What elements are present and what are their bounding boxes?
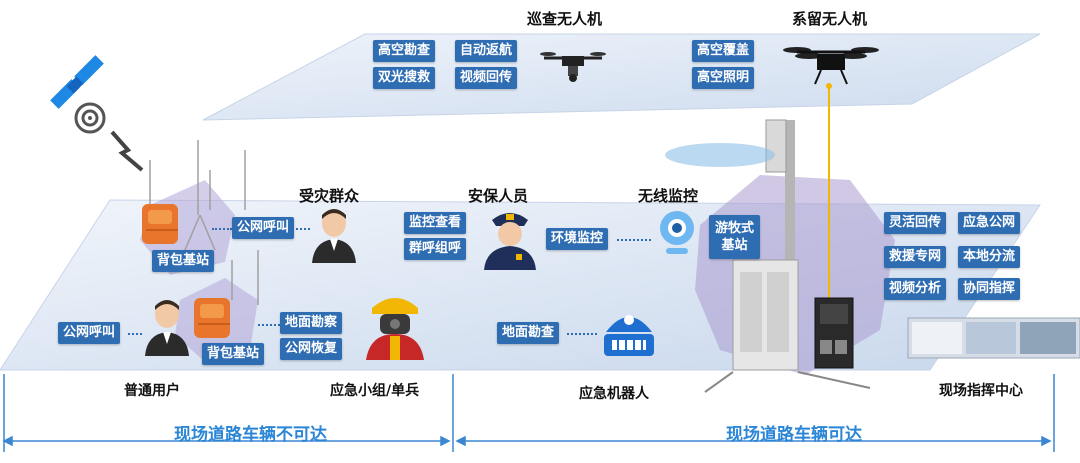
connector-camera — [617, 239, 651, 241]
road-reachable: 现场道路车辆可达 — [726, 425, 862, 445]
satellite-icon — [50, 55, 144, 172]
patrol-tag-survey: 高空勘查 — [373, 40, 436, 62]
affected-people-title: 受灾群众 — [299, 187, 360, 205]
air-layer-plane — [202, 33, 1041, 121]
affected-person-icon — [312, 209, 356, 263]
ordinary-user-label: 普通用户 — [124, 383, 180, 399]
robot-tag: 地面勘查 — [497, 322, 560, 344]
security-staff-title: 安保人员 — [468, 187, 529, 205]
wireless-monitor-title: 无线监控 — [638, 187, 699, 205]
tethered-drone-title: 系留无人机 — [792, 10, 868, 28]
patrol-drone-title: 巡查无人机 — [527, 10, 603, 28]
command-screens — [907, 317, 1080, 359]
emergency-team-label: 应急小组/单兵 — [330, 383, 420, 399]
patrol-tag-rescue: 双光搜救 — [373, 67, 436, 89]
patrol-tag-video: 视频回传 — [455, 67, 518, 89]
tethered-tag-lighting: 高空照明 — [692, 67, 755, 89]
roaming-station-tag: 游牧式基站 — [709, 215, 761, 259]
road-not-reachable: 现场道路车辆不可达 — [174, 425, 327, 445]
patrol-drone-icon — [540, 52, 606, 82]
security-tag-group-call: 群呼组呼 — [404, 238, 467, 260]
ground-survey-tag: 地面勘察 — [280, 312, 343, 334]
tethered-drone-icon — [783, 47, 879, 89]
ordinary-user-tag: 公网呼叫 — [58, 322, 121, 344]
backpack-bottom-icon — [194, 298, 230, 338]
vehicle-tag-offload: 本地分流 — [958, 246, 1021, 268]
span-arrows — [2, 374, 1055, 452]
vehicle-tag-backhaul: 灵活回传 — [884, 212, 947, 234]
backpack-top-icon — [142, 204, 178, 244]
backpack-station-top-tag: 背包基站 — [152, 250, 215, 272]
webcam-icon — [660, 211, 694, 254]
public-net-restore-tag: 公网恢复 — [280, 338, 343, 360]
telescopic-mast — [665, 119, 795, 290]
vehicle-tag-private-net: 救援专网 — [884, 246, 947, 268]
patrol-tag-return: 自动返航 — [455, 40, 518, 62]
connector-backpack-top — [212, 228, 232, 230]
tethered-tag-coverage: 高空覆盖 — [692, 40, 755, 62]
security-tag-monitor: 监控查看 — [404, 212, 467, 234]
vehicle-tag-coordination: 协同指挥 — [958, 278, 1021, 300]
command-center-label: 现场指挥中心 — [939, 383, 1023, 399]
robot-label: 应急机器人 — [579, 386, 649, 402]
vehicle-tag-video-analysis: 视频分析 — [884, 278, 947, 300]
emergency-responder-icon — [366, 298, 424, 360]
environment-monitor-tag: 环境监控 — [546, 228, 609, 250]
connector-user — [128, 333, 142, 335]
backpack-station-bottom-tag: 背包基站 — [202, 343, 265, 365]
connector-backpack-bottom — [258, 324, 280, 326]
security-officer-icon — [484, 213, 536, 270]
ordinary-user-icon — [145, 300, 189, 356]
antenna-masts — [149, 140, 259, 305]
connector-affected — [296, 228, 310, 230]
affected-people-tag: 公网呼叫 — [232, 217, 295, 239]
robot-icon — [604, 315, 654, 356]
equipment-cabinet — [704, 259, 871, 393]
vehicle-tag-public-net: 应急公网 — [958, 212, 1021, 234]
connector-robot — [567, 333, 597, 335]
